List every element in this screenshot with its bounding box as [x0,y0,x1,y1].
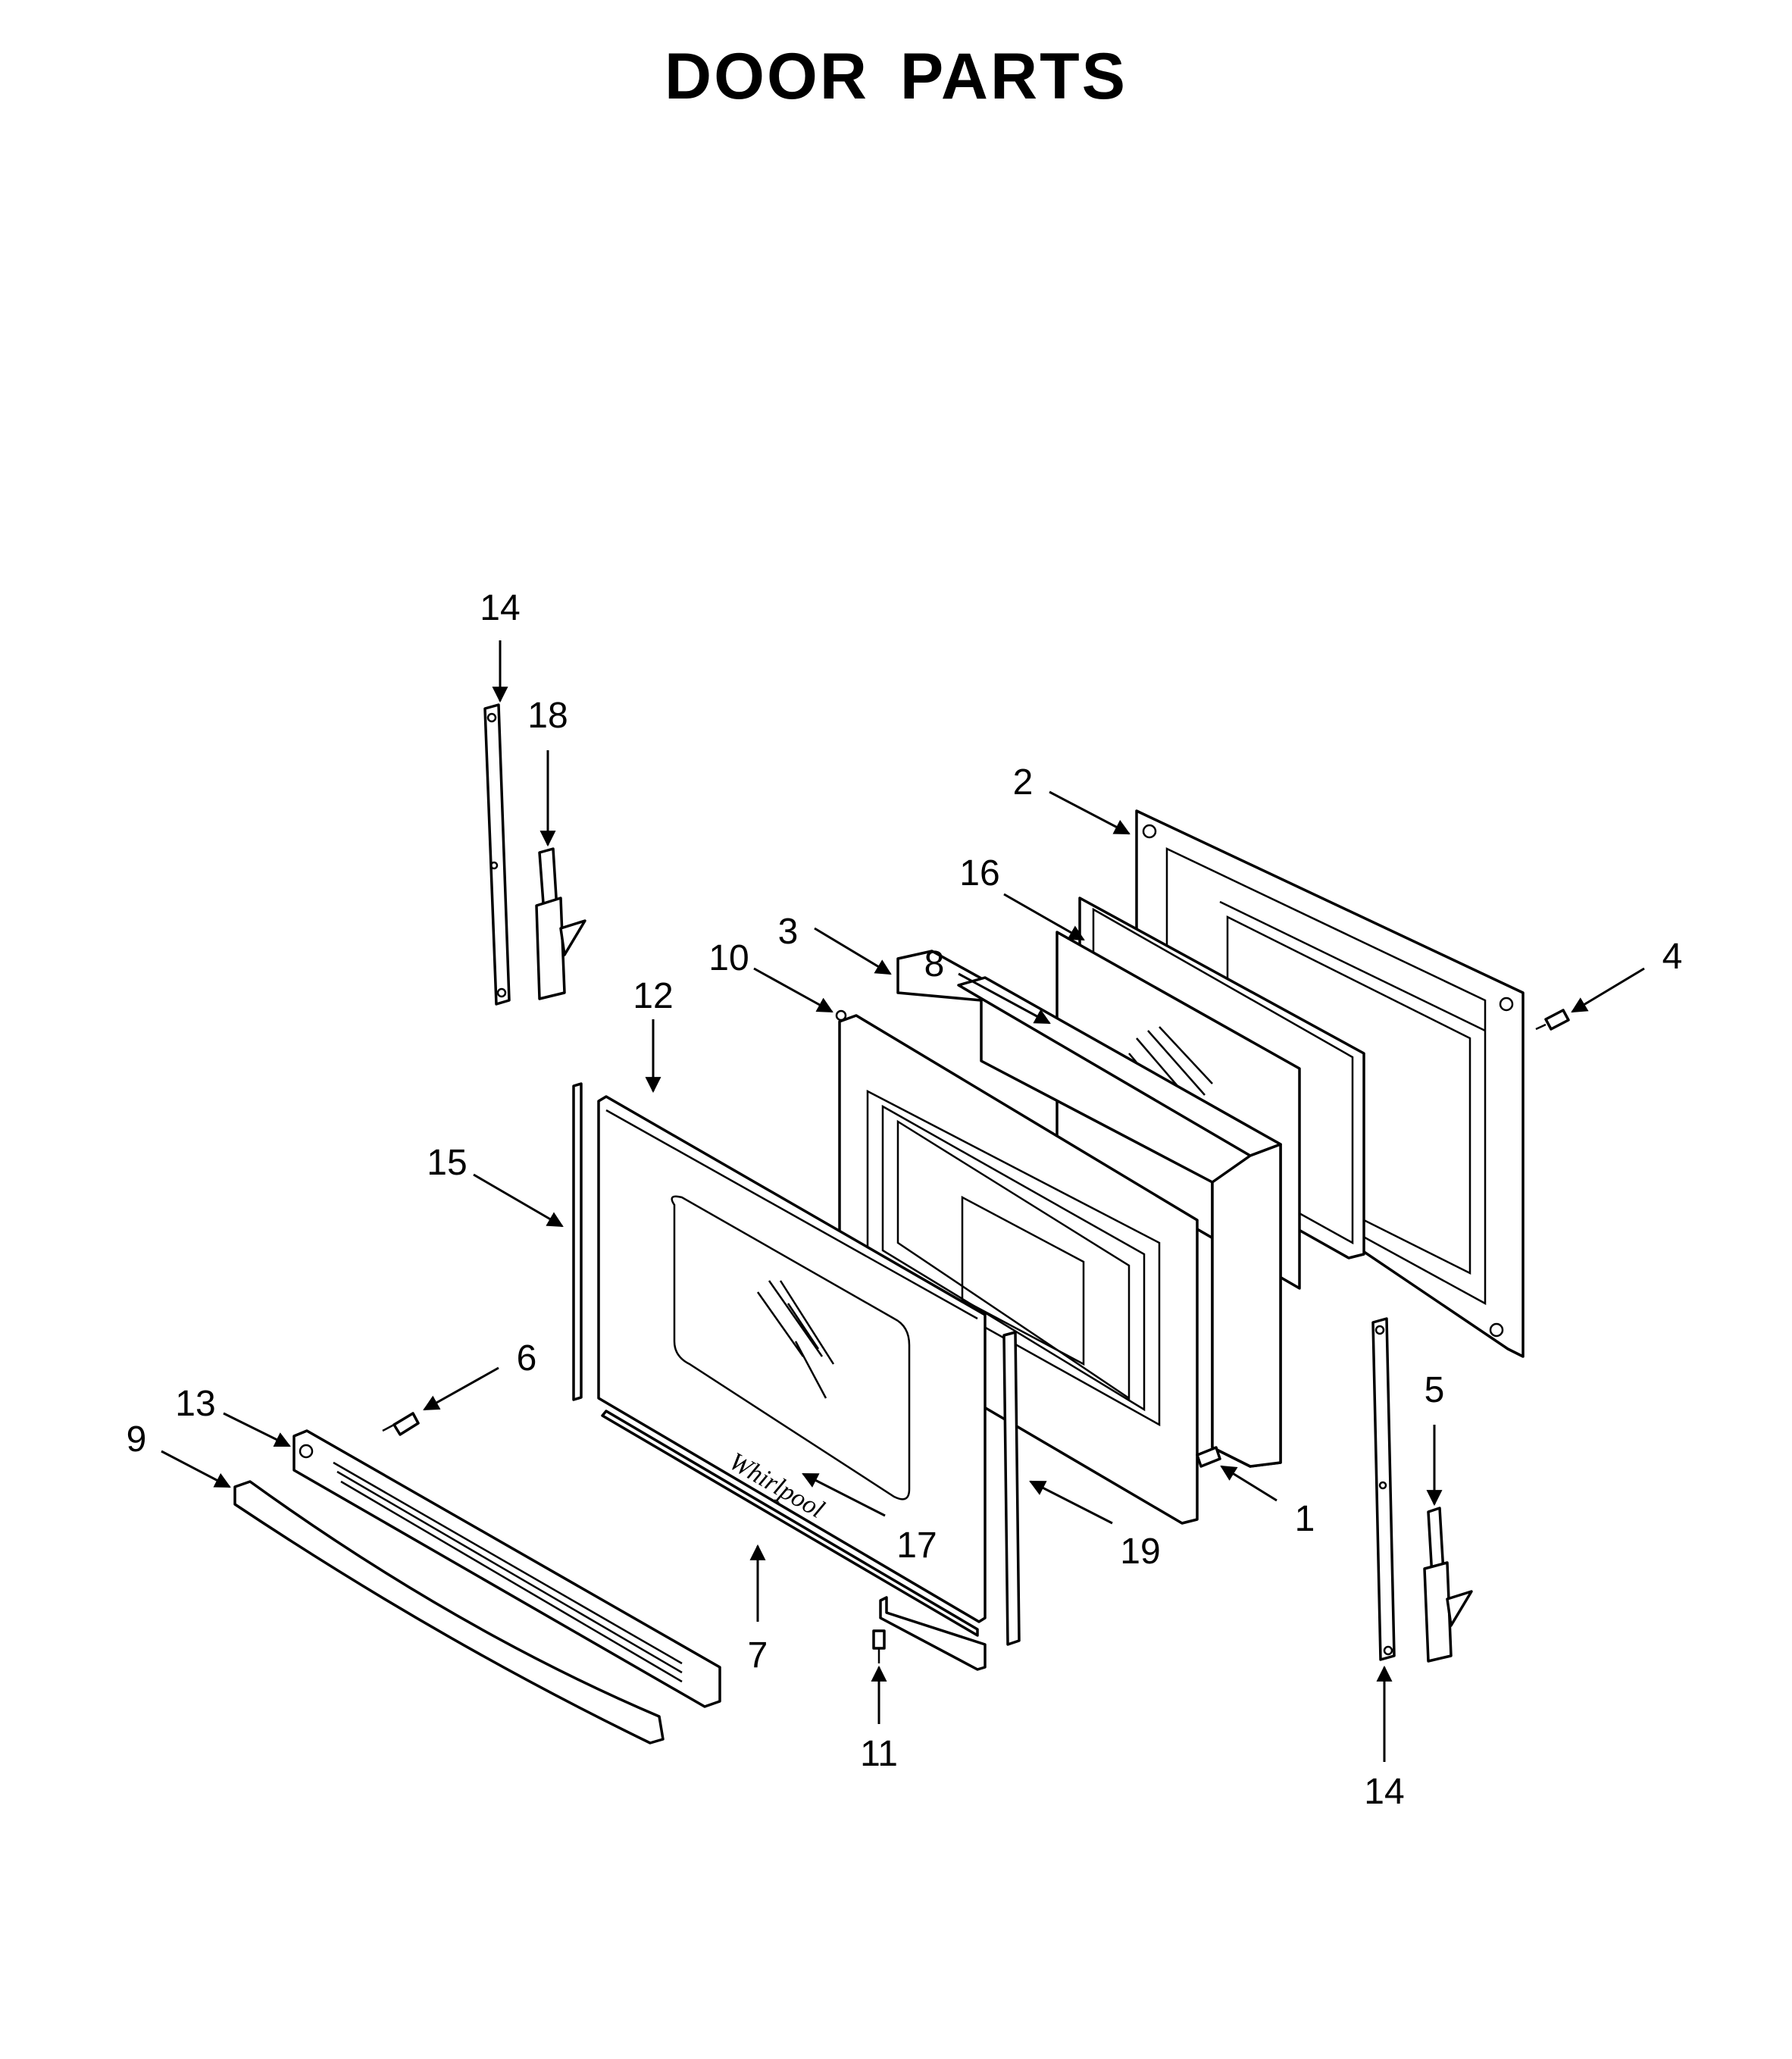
callout-3: 3 [778,912,799,952]
left-side-trim-part [572,1082,583,1401]
callout-4: 4 [1662,937,1683,977]
leader-1 [1220,1465,1278,1502]
right-side-trim-part [1002,1331,1021,1646]
callout-12: 12 [633,976,673,1016]
leader-17 [802,1472,886,1517]
lower-door-trim-part [601,1410,979,1637]
leader-8 [958,972,1051,1025]
bottom-door-trim-part [879,1596,987,1671]
callout-16: 16 [959,853,999,893]
callout-7: 7 [748,1635,768,1676]
leader-3 [814,927,892,975]
leader-2 [1049,790,1131,835]
screw-part-6 [382,1412,420,1436]
hinge-bracket-part-right [1371,1317,1396,1661]
callout-18: 18 [527,696,568,736]
screw-part-1 [1196,1446,1221,1468]
callout-14-bottom: 14 [1364,1772,1404,1812]
callout-19: 19 [1120,1532,1160,1572]
callout-1: 1 [1295,1499,1315,1539]
leader-19 [1029,1480,1113,1525]
callout-9: 9 [127,1419,147,1460]
callout-14-top: 14 [480,588,520,628]
callout-15: 15 [427,1143,467,1183]
door-handle-part [233,1480,665,1745]
leader-10 [753,967,833,1013]
screw-part-11 [872,1629,886,1663]
leader-15 [473,1173,564,1228]
leader-4 [1571,967,1645,1013]
hinge-bracket-part-left [483,703,511,1006]
door-hinge-part-right [1423,1507,1473,1663]
door-hinge-part-left [535,847,586,1000]
callout-13: 13 [175,1384,215,1424]
leader-6 [423,1366,499,1411]
leader-16 [1003,893,1085,941]
leader-lines [161,640,1645,1762]
leader-13 [223,1412,291,1447]
callout-6: 6 [517,1338,537,1378]
callout-8: 8 [924,944,945,984]
page-title: DOOR PARTS [665,40,1127,113]
leader-9 [161,1450,231,1488]
callout-10: 10 [708,938,749,978]
screw-part-4 [1535,1009,1570,1031]
callout-17: 17 [896,1525,937,1566]
callout-2: 2 [1013,762,1034,803]
callout-labels: 14 18 2 16 3 8 4 12 10 15 6 13 9 17 7 19… [127,588,1683,1812]
callout-5: 5 [1425,1370,1445,1410]
vent-trim-part [292,1429,721,1708]
callout-11: 11 [860,1734,898,1774]
